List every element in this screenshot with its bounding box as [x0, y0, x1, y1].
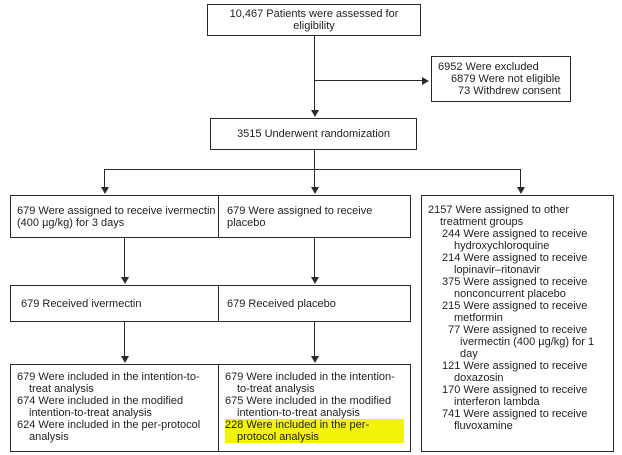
connector-ivermectin-to-received — [124, 238, 125, 277]
placebo-modified-itt: 675 Were included in the modified intent… — [225, 395, 392, 419]
placebo-assigned-box: 679 Were assigned to receive placebo — [218, 195, 411, 238]
other-interferon-lambda: 170 Were assigned to receive interferon … — [442, 384, 588, 408]
other-groups-title: 2157 Were assigned to other treatment gr… — [428, 204, 570, 228]
connector-received-placebo-to-analysis — [314, 322, 315, 356]
placebo-per-protocol-highlighted: 228 Were included in the per-protocol an… — [225, 419, 404, 443]
connector-to-excluded — [314, 80, 424, 81]
placebo-assigned-text: 679 Were assigned to receive placebo — [227, 204, 373, 229]
other-hydroxychloroquine: 244 Were assigned to receive hydroxychlo… — [442, 228, 588, 252]
assessed-box: 10,467 Patients were assessed for eligib… — [207, 4, 421, 36]
other-lopinavir-ritonavir: 214 Were assigned to receive lopinavir–r… — [442, 252, 588, 276]
arrow-to-received-ivermectin — [121, 277, 129, 284]
other-metformin: 215 Were assigned to receive metformin — [442, 300, 588, 324]
ivermectin-assigned-box: 679 Were assigned to receive ivermectin … — [10, 195, 228, 238]
arrow-to-placebo — [311, 187, 319, 194]
arrow-to-placebo-analysis — [311, 356, 319, 363]
connector-branch-other — [520, 169, 521, 188]
arrow-to-ivermectin — [101, 187, 109, 194]
randomization-text: 3515 Underwent randomization — [237, 128, 390, 140]
arrow-to-randomization — [311, 110, 319, 117]
excluded-withdrew-consent: 73 Withdrew consent — [458, 85, 561, 97]
received-placebo-text: 679 Received placebo — [227, 297, 336, 310]
ivermectin-itt: 679 Were included in the intention-to-tr… — [17, 371, 200, 395]
other-doxazosin: 121 Were assigned to receive doxazosin — [442, 360, 588, 384]
connector-branch-ivermectin — [104, 169, 105, 188]
received-placebo-box: 679 Received placebo — [218, 285, 411, 322]
arrow-to-other-groups — [517, 187, 525, 194]
arrow-to-received-placebo — [311, 277, 319, 284]
excluded-not-eligible: 6879 Were not eligible — [451, 73, 561, 85]
ivermectin-analysis-box: 679 Were included in the intention-to-tr… — [10, 364, 228, 452]
arrow-to-ivermectin-analysis — [121, 356, 129, 363]
received-ivermectin-text: 679 Received ivermectin — [21, 297, 142, 310]
placebo-analysis-box: 679 Were included in the intention-to-tr… — [218, 364, 411, 452]
connector-branch-placebo — [314, 169, 315, 188]
ivermectin-per-protocol: 624 Were included in the per-protocol an… — [17, 419, 201, 443]
other-groups-box: 2157 Were assigned to other treatment gr… — [421, 195, 614, 452]
other-ivermectin-1-day: 77 Were assigned to receive ivermectin (… — [448, 324, 595, 360]
other-fluvoxamine: 741 Were assigned to receive fluvoxamine — [442, 408, 588, 432]
assessed-text: 10,467 Patients were assessed for eligib… — [229, 8, 399, 32]
connector-assessed-to-randomization — [314, 36, 315, 110]
randomization-box: 3515 Underwent randomization — [210, 118, 417, 150]
excluded-box: 6952 Were excluded 6879 Were not eligibl… — [431, 56, 571, 102]
connector-randomization-down — [314, 150, 315, 169]
received-ivermectin-box: 679 Received ivermectin — [10, 285, 228, 322]
ivermectin-assigned-text: 679 Were assigned to receive ivermectin … — [17, 205, 216, 229]
connector-received-ivermectin-to-analysis — [124, 322, 125, 356]
ivermectin-modified-itt: 674 Were included in the modified intent… — [17, 395, 184, 419]
other-nonconcurrent-placebo: 375 Were assigned to receive nonconcurre… — [442, 276, 588, 300]
connector-placebo-to-received — [314, 238, 315, 277]
placebo-itt: 679 Were included in the intention-to-tr… — [225, 371, 395, 395]
excluded-title: 6952 Were excluded — [438, 61, 539, 73]
arrow-to-excluded — [422, 77, 429, 85]
connector-branch-horizontal — [104, 169, 521, 170]
